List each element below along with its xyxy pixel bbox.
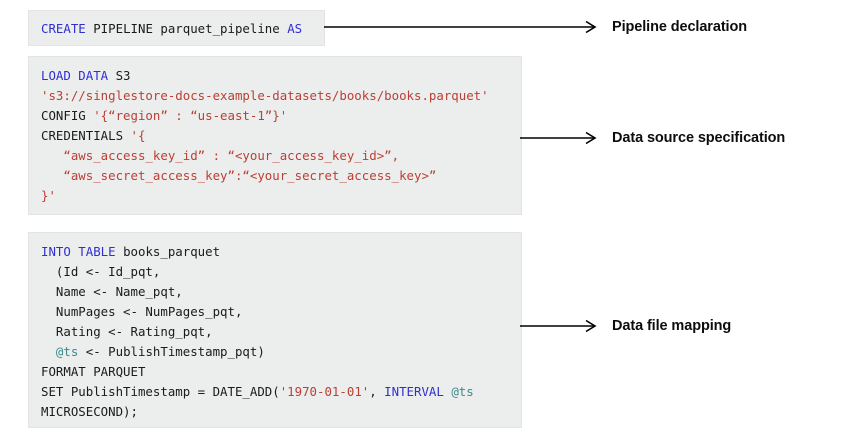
code-line: }' (41, 186, 509, 206)
callout-label-pipeline-declaration: Pipeline declaration (612, 19, 747, 35)
code-line: MICROSECOND); (41, 402, 509, 422)
code-line: CONFIG '{“region” : “us-east-1”}' (41, 106, 509, 126)
code-block-pipeline-declaration: CREATE PIPELINE parquet_pipeline AS (28, 10, 325, 46)
arrow-to-pipeline-declaration (324, 20, 600, 34)
code-token-var: @ts (55, 344, 79, 359)
code-token-plain: MICROSECOND); (41, 404, 138, 419)
callout-label-data-source-specification: Data source specification (612, 130, 786, 146)
code-token-plain: CONFIG (41, 108, 94, 123)
code-token-kw: CREATE (41, 21, 86, 36)
code-line: INTO TABLE books_parquet (41, 242, 509, 262)
arrow-to-data-source-specification (520, 131, 600, 145)
code-line: @ts <- PublishTimestamp_pqt) (41, 342, 509, 362)
code-token-plain: CREDENTIALS (41, 128, 131, 143)
code-line: CREATE PIPELINE parquet_pipeline AS (41, 19, 312, 39)
code-line: “aws_access_key_id” : “<your_access_key_… (41, 146, 509, 166)
code-line: Name <- Name_pqt, (41, 282, 509, 302)
code-token-kw: INTO TABLE (41, 244, 116, 259)
code-token-plain: FORMAT PARQUET (41, 364, 146, 379)
code-token-plain: NumPages <- NumPages_pqt, (41, 304, 243, 319)
code-line: “aws_secret_access_key”:“<your_secret_ac… (41, 166, 509, 186)
code-block-data-source-specification: LOAD DATA S3 's3://singlestore-docs-examp… (28, 56, 522, 215)
code-block-data-file-mapping: INTO TABLE books_parquet (Id <- Id_pqt, … (28, 232, 522, 428)
code-token-str: }' (41, 188, 56, 203)
code-line: LOAD DATA S3 (41, 66, 509, 86)
code-token-str: '{ (130, 128, 146, 143)
code-token-plain: SET PublishTimestamp = DATE_ADD( (41, 384, 280, 399)
code-line: (Id <- Id_pqt, (41, 262, 509, 282)
callout-label-data-file-mapping: Data file mapping (612, 318, 732, 334)
code-token-plain (41, 344, 56, 359)
code-token-kw: INTERVAL (384, 384, 444, 399)
code-line: Rating <- Rating_pqt, (41, 322, 509, 342)
code-line: FORMAT PARQUET (41, 362, 509, 382)
code-token-kw: LOAD DATA (41, 68, 109, 83)
code-line: NumPages <- NumPages_pqt, (41, 302, 509, 322)
code-token-plain: S3 (108, 68, 131, 83)
code-token-plain: books_parquet (115, 244, 221, 259)
arrow-to-data-file-mapping (520, 319, 600, 333)
code-token-str: “aws_access_key_id” : “<your_access_key_… (41, 148, 400, 163)
code-token-plain: Name <- Name_pqt, (41, 284, 183, 299)
code-token-plain: (Id <- Id_pqt, (41, 264, 161, 279)
code-token-str: '1970-01-01' (279, 384, 370, 399)
code-line: SET PublishTimestamp = DATE_ADD('1970-01… (41, 382, 509, 402)
code-token-plain: <- PublishTimestamp_pqt) (78, 344, 265, 359)
code-token-plain: PIPELINE parquet_pipeline (85, 21, 288, 36)
code-token-str: 's3://singlestore-docs-example-datasets/… (41, 88, 489, 103)
code-token-str: “aws_secret_access_key”:“<your_secret_ac… (41, 168, 437, 183)
code-line: 's3://singlestore-docs-example-datasets/… (41, 86, 509, 106)
code-token-var: @ts (451, 384, 474, 399)
code-token-plain: Rating <- Rating_pqt, (41, 324, 213, 339)
code-line: CREDENTIALS '{ (41, 126, 509, 146)
code-token-plain: , (369, 384, 385, 399)
code-token-str: '{“region” : “us-east-1”}' (93, 108, 288, 123)
code-token-kw: AS (287, 21, 303, 36)
